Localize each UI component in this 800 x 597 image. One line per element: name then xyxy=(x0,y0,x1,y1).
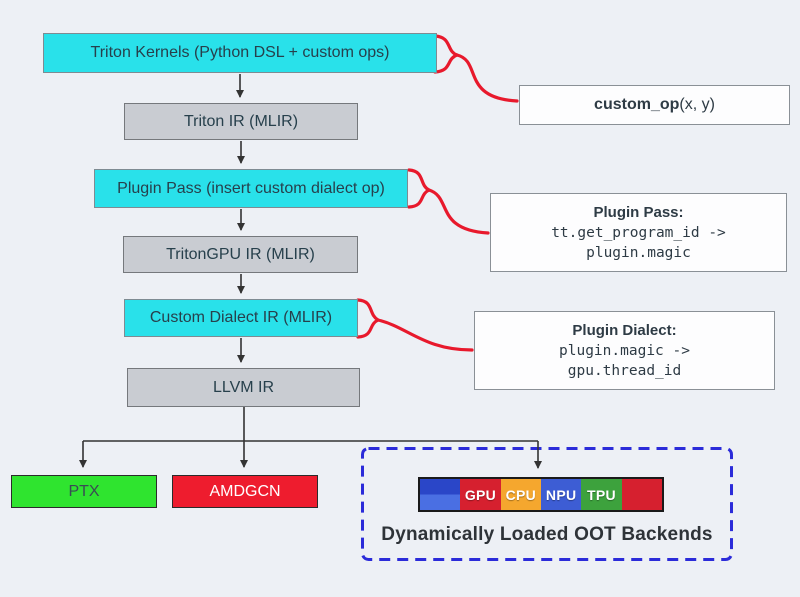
callout-custom-op: custom_op(x, y) xyxy=(519,85,790,125)
pipeline-box-label: LLVM IR xyxy=(212,378,275,396)
callout-title: Plugin Dialect: xyxy=(572,321,677,339)
callout-code-to: plugin.magic xyxy=(586,244,691,261)
backend-box-label: PTX xyxy=(68,482,100,500)
brace-connector-plugin-dialect xyxy=(356,298,474,352)
pipeline-box-llvm-ir: LLVM IR xyxy=(127,368,360,407)
chip-label: CPU xyxy=(505,486,537,503)
chip-label: TPU xyxy=(587,486,616,503)
oot-backend-strip: GPU CPU NPU TPU xyxy=(418,477,664,512)
pipeline-box-label: TritonGPU IR (MLIR) xyxy=(166,245,315,263)
pipeline-box-custom-dialect-ir: Custom Dialect IR (MLIR) xyxy=(124,299,358,337)
backend-box-ptx: PTX xyxy=(11,475,157,508)
callout-title: Plugin Pass: xyxy=(593,203,684,221)
chip-label: NPU xyxy=(545,486,577,503)
pipeline-box-label: Plugin Pass (insert custom dialect op) xyxy=(117,179,385,197)
oot-title: Dynamically Loaded OOT Backends xyxy=(381,524,713,545)
chip-label: GPU xyxy=(464,486,497,503)
custom-op-args: (x, y) xyxy=(679,96,715,113)
pipeline-box-tritongpu-ir: TritonGPU IR (MLIR) xyxy=(123,236,358,273)
chip-gpu: GPU xyxy=(460,479,501,510)
pipeline-box-label: Triton Kernels (Python DSL + custom ops) xyxy=(90,44,390,61)
pipeline-box-plugin-pass: Plugin Pass (insert custom dialect op) xyxy=(94,169,408,208)
backend-end-block xyxy=(621,479,662,510)
backend-logo-block xyxy=(420,479,461,510)
callout-code-from: plugin.magic -> xyxy=(559,342,690,359)
brace-connector-custom-op xyxy=(433,34,519,103)
branch-tree-line xyxy=(83,407,538,442)
pipeline-box-label: Triton IR (MLIR) xyxy=(183,112,299,130)
pipeline-box-label: Custom Dialect IR (MLIR) xyxy=(149,309,333,326)
callout-plugin-pass: Plugin Pass: tt.get_program_id -> plugin… xyxy=(490,193,787,272)
callout-custom-op-text: custom_op(x, y) xyxy=(594,96,715,114)
callout-code-from: tt.get_program_id -> xyxy=(551,224,726,241)
chip-npu: NPU xyxy=(540,479,582,510)
callout-code-to: gpu.thread_id xyxy=(567,362,682,379)
oot-dashed-border xyxy=(361,447,733,561)
chip-cpu: CPU xyxy=(500,479,541,510)
backend-box-amdgcn: AMDGCN xyxy=(172,475,318,508)
custom-op-function-name: custom_op xyxy=(594,96,680,113)
pipeline-box-triton-ir: Triton IR (MLIR) xyxy=(124,103,358,140)
chip-tpu: TPU xyxy=(581,479,622,510)
pipeline-box-triton-kernels: Triton Kernels (Python DSL + custom ops) xyxy=(43,33,437,73)
callout-plugin-dialect: Plugin Dialect: plugin.magic -> gpu.thre… xyxy=(474,311,775,390)
backend-box-label: AMDGCN xyxy=(209,482,281,500)
brace-connector-plugin-pass xyxy=(407,168,490,235)
